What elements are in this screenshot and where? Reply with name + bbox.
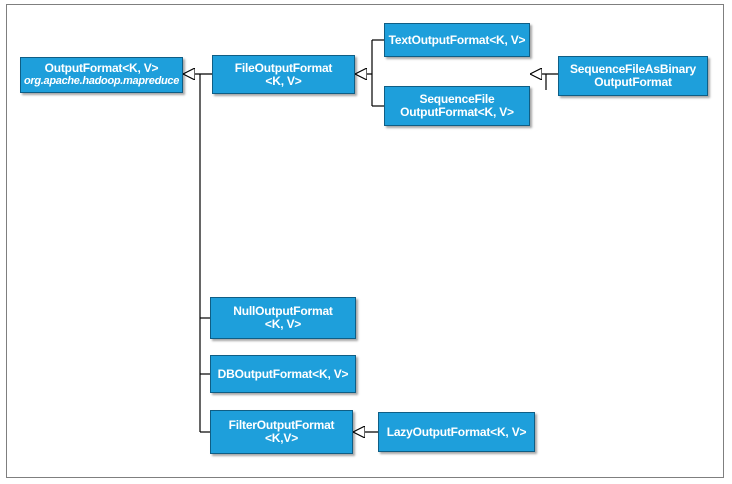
output-format-box: OutputFormat<K, V> org.apache.hadoop.map… — [20, 57, 183, 93]
file-output-format-line2: <K, V> — [265, 73, 302, 88]
output-format-package: org.apache.hadoop.mapreduce — [23, 75, 180, 87]
sequence-file-as-binary-line1: SequenceFileAsBinary — [569, 62, 697, 76]
file-output-format-line1: FileOutputFormat — [234, 60, 333, 75]
null-output-format-line1: NullOutputFormat — [233, 304, 333, 318]
null-output-format-box: NullOutputFormat <K, V> — [210, 297, 356, 339]
file-output-format-box: FileOutputFormat <K, V> — [212, 55, 355, 94]
sequence-file-output-format-box: SequenceFile OutputFormat<K, V> — [384, 86, 530, 126]
sequence-file-as-binary-line2: OutputFormat — [594, 75, 672, 89]
sequence-file-output-format-line2: OutputFormat<K, V> — [400, 105, 514, 119]
lazy-output-format-label: LazyOutputFormat<K, V> — [386, 424, 527, 439]
text-output-format-label: TextOutputFormat<K, V> — [388, 32, 526, 47]
db-output-format-label: DBOutputFormat<K, V> — [217, 366, 349, 381]
output-format-label: OutputFormat<K, V> — [44, 61, 159, 75]
db-output-format-box: DBOutputFormat<K, V> — [210, 355, 356, 393]
text-output-format-box: TextOutputFormat<K, V> — [384, 23, 530, 57]
filter-output-format-line1: FilterOutputFormat — [228, 418, 335, 432]
lazy-output-format-box: LazyOutputFormat<K, V> — [378, 412, 535, 452]
null-output-format-line2: <K, V> — [264, 317, 302, 331]
sequence-file-as-binary-output-format-box: SequenceFileAsBinary OutputFormat — [558, 56, 708, 96]
sequence-file-output-format-line1: SequenceFile — [419, 92, 495, 106]
diagram-frame — [6, 4, 724, 478]
filter-output-format-line2: <K,V> — [264, 431, 299, 445]
filter-output-format-box: FilterOutputFormat <K,V> — [210, 410, 353, 454]
